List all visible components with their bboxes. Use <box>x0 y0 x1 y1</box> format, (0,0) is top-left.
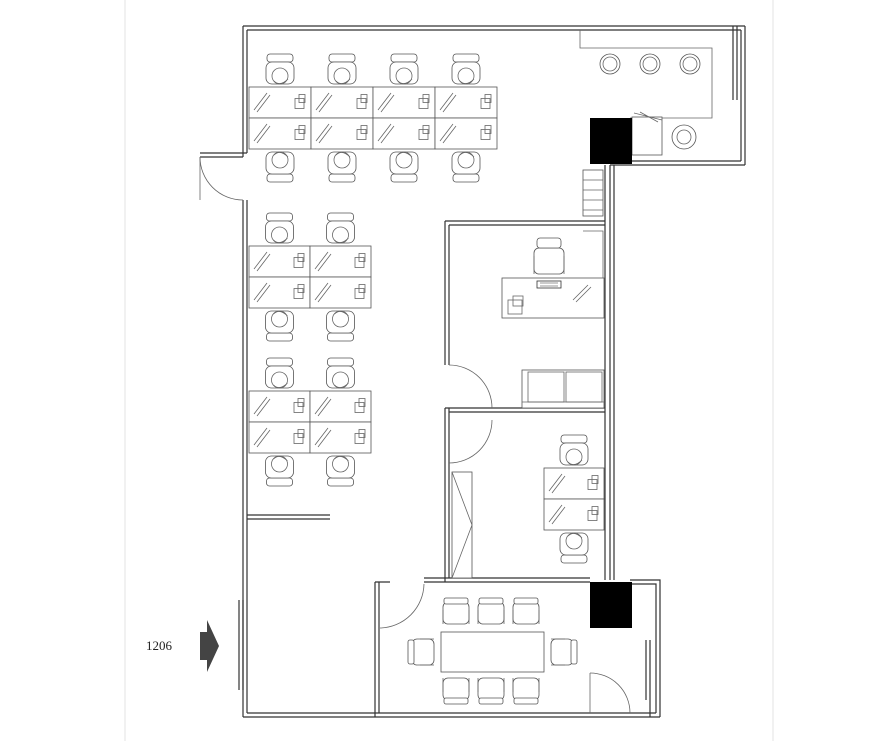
workstation-desk <box>310 117 374 150</box>
storage-cabinet <box>451 471 473 579</box>
entrance-label: 1206 <box>146 638 172 653</box>
office-chair <box>326 212 355 244</box>
meeting-chair <box>442 677 470 705</box>
meeting-chair <box>477 597 505 625</box>
workstation-desk <box>434 117 498 150</box>
workstation-desk <box>248 245 311 278</box>
office-chair <box>326 357 355 389</box>
water-dispenser <box>671 124 697 150</box>
meeting-chairs <box>407 597 578 705</box>
office-chair <box>389 151 419 183</box>
workstation-desk <box>248 390 311 423</box>
meeting-chair <box>512 597 540 625</box>
workstation-desk <box>309 421 372 454</box>
office-chair <box>451 151 481 183</box>
office-chair <box>451 53 481 85</box>
office-chair <box>326 310 355 342</box>
office-chair <box>389 53 419 85</box>
appliance <box>631 116 663 156</box>
office-chair <box>265 357 294 389</box>
workstation-desk <box>310 86 374 119</box>
workstation-desk <box>248 117 312 150</box>
office-chair <box>265 53 295 85</box>
outer-walls <box>200 25 746 718</box>
meeting-chair <box>512 677 540 705</box>
office-chair <box>327 151 357 183</box>
doors <box>199 156 631 714</box>
workstation-desk <box>543 467 605 500</box>
workstation-desk <box>248 86 312 119</box>
workstation-desk <box>248 421 311 454</box>
entrance-arrow <box>200 620 219 672</box>
meeting-chair <box>442 597 470 625</box>
workstation-desk <box>309 245 372 278</box>
workstation-desk <box>372 86 436 119</box>
office-chair <box>559 532 589 564</box>
workstation-desk <box>309 276 372 309</box>
conference-table <box>440 631 545 673</box>
column-top <box>590 118 632 164</box>
workstation-desk <box>248 276 311 309</box>
kitchen-counter <box>579 30 713 156</box>
office-chair <box>327 53 357 85</box>
meeting-chair <box>477 677 505 705</box>
office-chair <box>326 455 355 487</box>
meeting-chair <box>550 638 578 666</box>
workstation-desk <box>309 390 372 423</box>
office-chair <box>559 434 589 466</box>
file-cabinet <box>582 169 604 217</box>
meeting-room <box>407 597 578 705</box>
workstations <box>248 53 605 564</box>
workstation-desk <box>372 117 436 150</box>
office-chair <box>265 212 294 244</box>
manager-chair <box>533 237 565 275</box>
office-chair <box>265 310 294 342</box>
office-chair <box>265 455 294 487</box>
workstation-desk <box>434 86 498 119</box>
workstation-desk <box>543 498 605 531</box>
manager-office <box>501 230 605 409</box>
office-chair <box>265 151 295 183</box>
meeting-chair <box>407 638 435 666</box>
sofa <box>521 369 605 409</box>
column-bottom <box>590 582 632 628</box>
